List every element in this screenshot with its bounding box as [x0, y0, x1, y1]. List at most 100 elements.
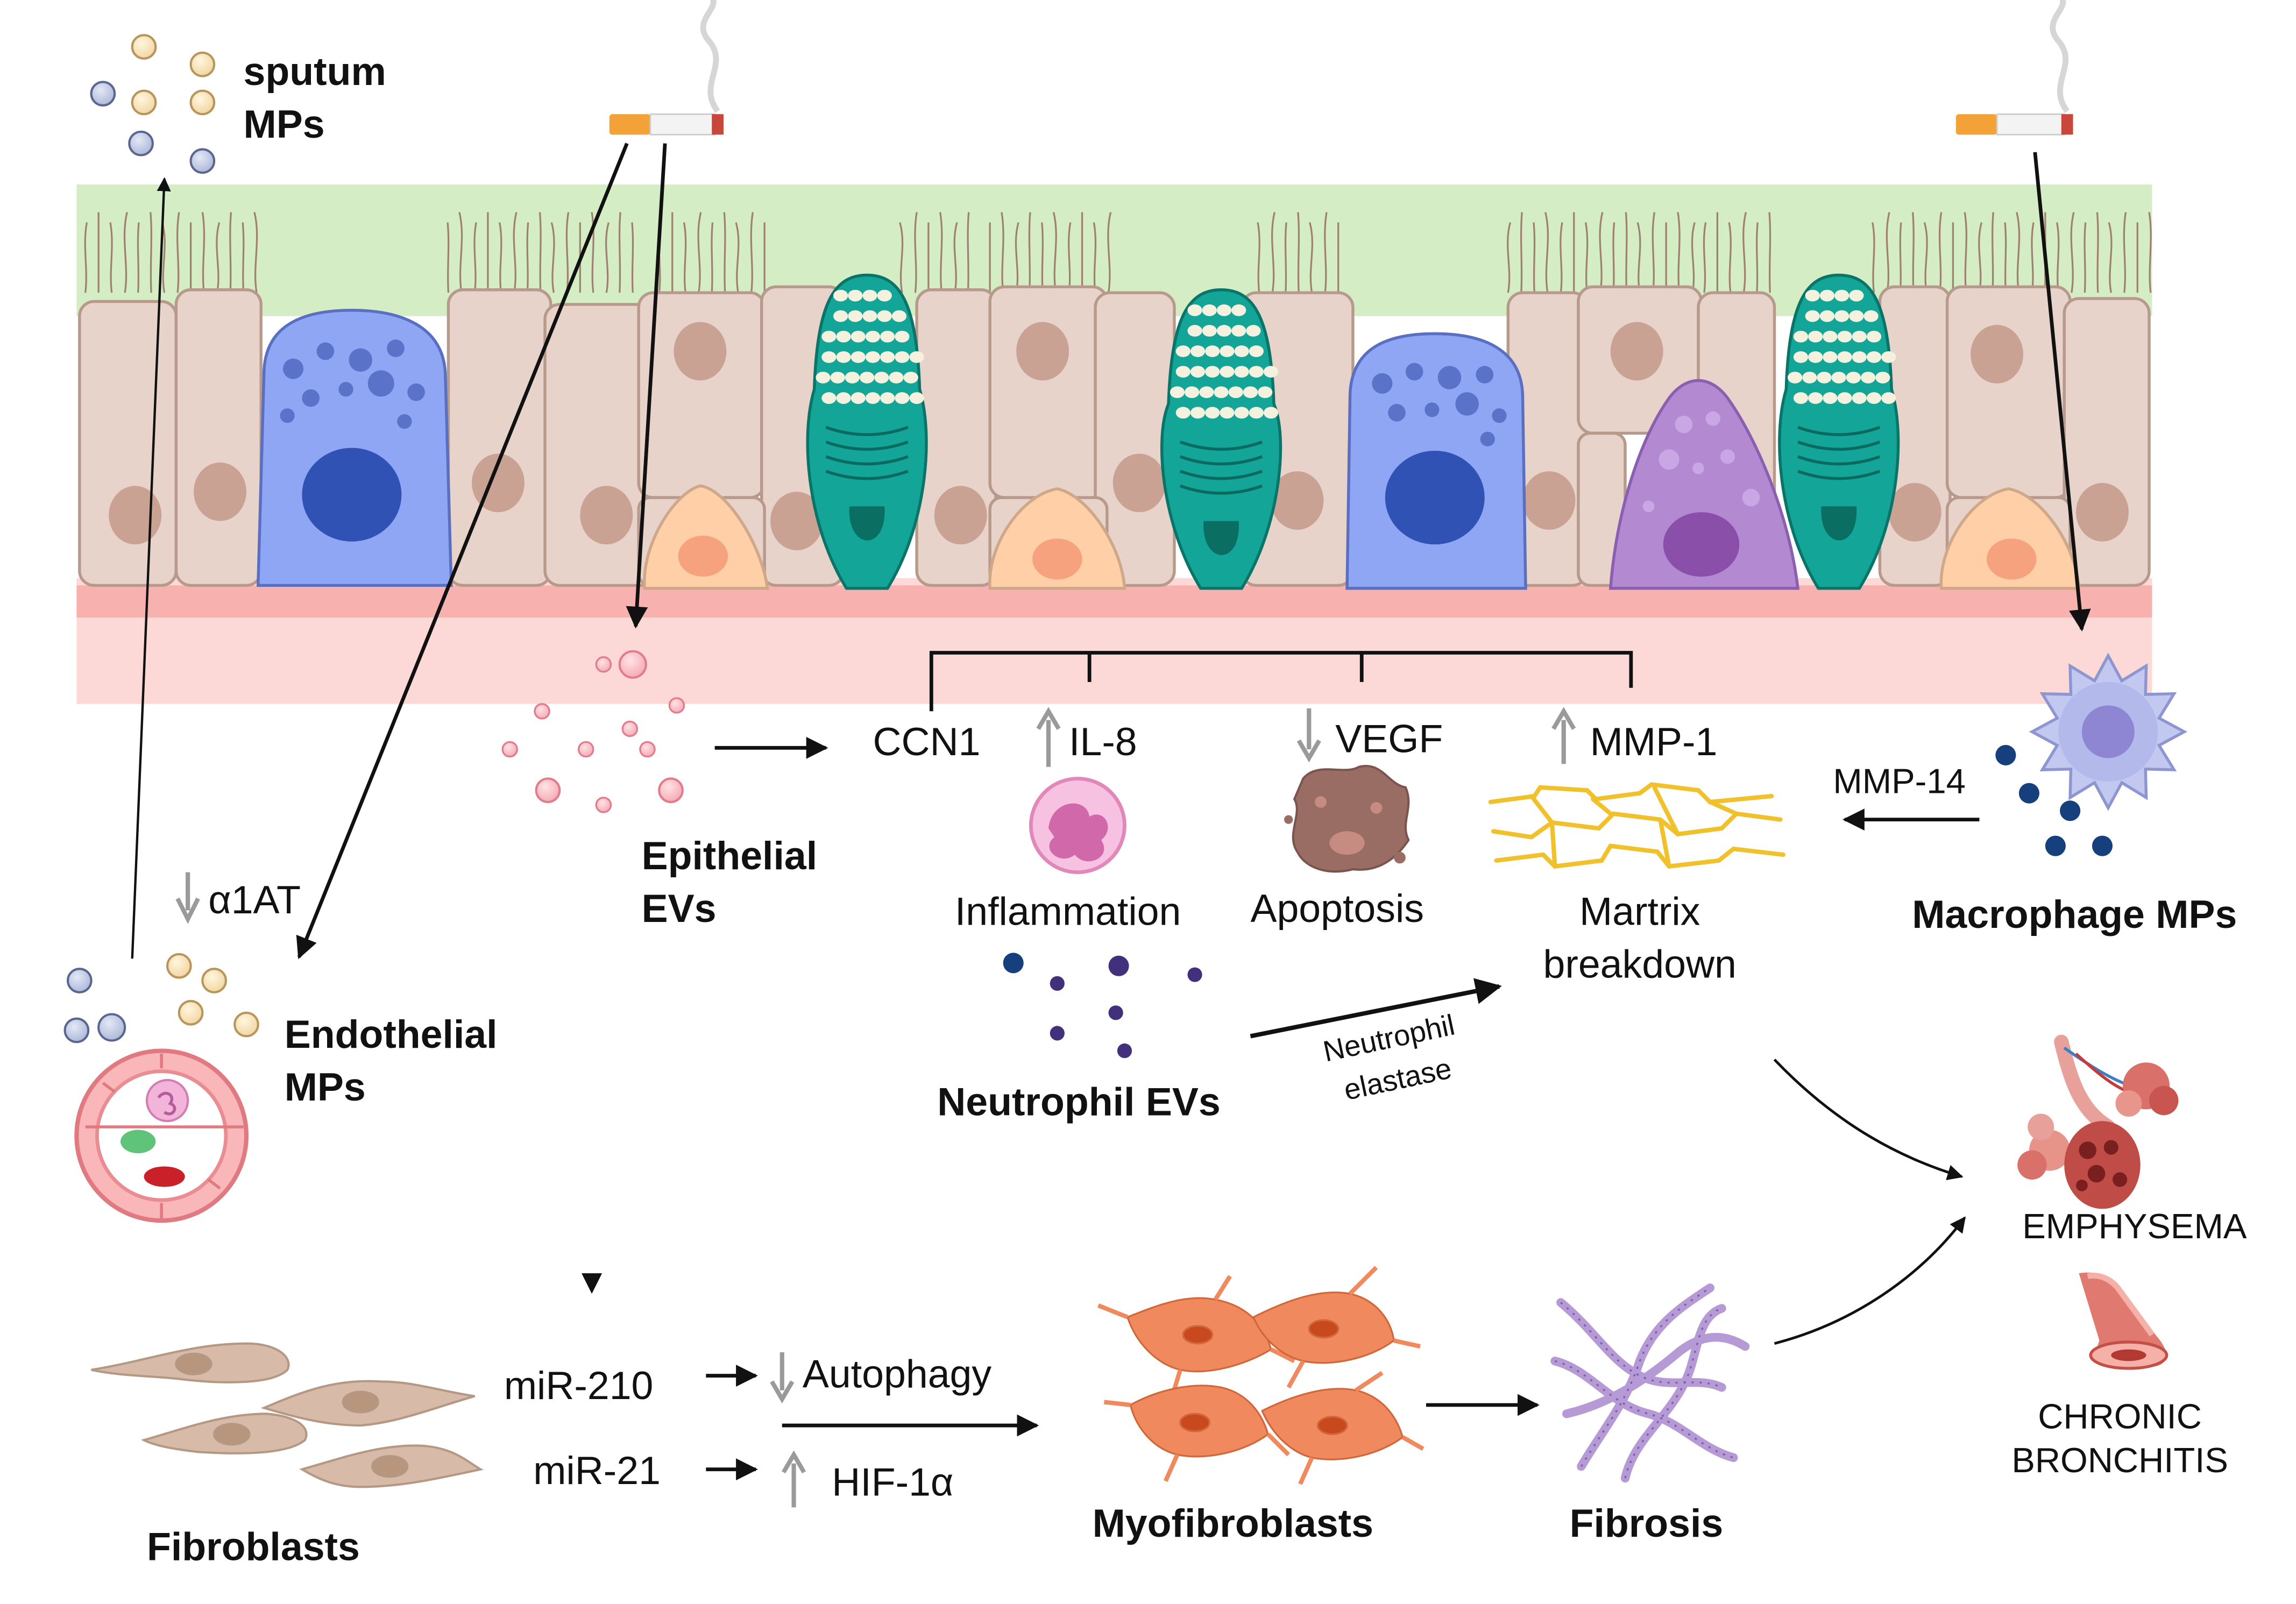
grey-down-arrow-icon — [1296, 708, 1321, 763]
cilium — [1964, 212, 1967, 293]
ciliated-nucleus — [109, 486, 162, 545]
vegf-label: VEGF — [1335, 716, 1443, 761]
mucin-granule — [1852, 330, 1867, 343]
mucin-granule — [1175, 407, 1190, 419]
mucin-granule — [865, 330, 881, 343]
club-cell — [1345, 332, 1527, 590]
grey-down-arrow-icon — [175, 872, 200, 924]
fibrosis-icon — [1550, 1283, 1750, 1483]
basal-cell — [988, 487, 1126, 590]
cilium — [565, 212, 570, 293]
ciliated-nucleus — [194, 462, 246, 521]
ciliated-cell — [2063, 297, 2151, 587]
cilium — [2148, 212, 2152, 293]
cilium — [1923, 222, 1928, 293]
cilium — [161, 222, 166, 293]
grey-up-arrow-icon — [1551, 707, 1576, 764]
matrix-fibers-icon — [1488, 782, 1785, 869]
mucin-granule — [1831, 372, 1846, 384]
goblet-er — [1797, 455, 1881, 466]
hif1a-label: HIF-1α — [832, 1460, 953, 1504]
goblet-body — [1778, 273, 1900, 590]
endothelial-label: MPs — [285, 1064, 366, 1109]
mucin-granule — [895, 330, 910, 343]
mucin-granule — [903, 372, 918, 384]
mucin-granule — [1823, 392, 1838, 404]
mucin-granule — [1175, 366, 1190, 378]
mucin-granule — [1802, 372, 1817, 384]
mucin-granule — [865, 392, 881, 404]
cilium — [939, 212, 943, 293]
macrophage: MMP-14 Macrophage MPs — [1833, 652, 2237, 936]
mucin-granule — [909, 351, 924, 363]
club-cell — [256, 309, 453, 587]
ciliated-nucleus — [1112, 453, 1166, 513]
epithelial-evs-label: Epithelial — [642, 833, 818, 878]
mucin-granule — [1263, 407, 1279, 419]
mucin-granule — [1861, 372, 1876, 384]
cilium — [1001, 212, 1004, 293]
cilium — [1271, 212, 1275, 293]
cilium — [1652, 212, 1656, 293]
neutrophil-evs: Neutrophil EVs Neutrophil elastase — [937, 953, 1457, 1124]
cilium — [150, 212, 152, 293]
mucin-granule — [1805, 289, 1820, 302]
mucin-granule — [880, 330, 895, 343]
fibrosis-label: Fibrosis — [1570, 1501, 1724, 1545]
cilium — [2108, 222, 2113, 293]
arrow-smoke-to-epithelial-evs — [626, 143, 667, 629]
arrows — [131, 143, 2091, 1481]
goblet-er — [825, 441, 909, 451]
mucin-granule — [1819, 289, 1835, 302]
cilium — [618, 212, 621, 293]
mucin-granule — [851, 330, 866, 343]
blood-vessel-icon — [74, 1048, 249, 1223]
endothelial-mps: α1AT Endothelial MPs — [63, 872, 498, 1223]
cilium — [605, 222, 610, 293]
cilium — [735, 222, 740, 293]
goblet-cell — [806, 273, 928, 590]
cilium — [1612, 222, 1615, 293]
goblet-er — [1797, 470, 1881, 480]
mucin-granule — [851, 351, 866, 363]
cilium — [201, 212, 205, 293]
goblet-er — [1797, 441, 1881, 451]
mucin-granule — [1881, 351, 1896, 363]
bronchus-icon — [2079, 1272, 2169, 1370]
mucin-granule — [1793, 351, 1809, 363]
cilium — [1742, 212, 1747, 293]
mucin-granule — [1234, 366, 1249, 378]
sputum-label: MPs — [244, 102, 325, 146]
mucin-granule — [1834, 289, 1849, 302]
mucin-granule — [1866, 392, 1882, 404]
sputum-mps: sputum MPs — [90, 34, 386, 174]
mucin-granule — [1202, 325, 1217, 337]
cilium — [499, 222, 502, 293]
mir21-label: miR-21 — [533, 1448, 661, 1493]
cilium — [1703, 222, 1707, 293]
mmp14-label: MMP-14 — [1833, 762, 1966, 801]
cilium — [1560, 222, 1563, 293]
fibroblasts-label: Fibroblasts — [147, 1524, 360, 1568]
mucin-granule — [1808, 351, 1823, 363]
mucin-granule — [877, 289, 892, 302]
mucin-granule — [830, 372, 845, 384]
airway-epithelium — [76, 184, 2152, 704]
cilium — [967, 212, 970, 293]
mucin-granule — [833, 310, 848, 322]
mucin-granule — [821, 330, 837, 343]
ciliated-nucleus — [1888, 482, 1941, 542]
neutrophil-evs-label: Neutrophil EVs — [937, 1079, 1220, 1124]
neuroendocrine-cell — [1608, 379, 1800, 590]
cilium — [538, 212, 542, 293]
ciliated-nucleus — [1271, 471, 1324, 530]
cilium — [899, 222, 904, 293]
cilium — [1297, 212, 1300, 293]
basal-nucleus — [1032, 538, 1082, 580]
mucin-granule — [821, 351, 837, 363]
mucin-granule — [1793, 330, 1809, 343]
goblet-er — [1179, 441, 1263, 451]
mucin-granule — [1849, 289, 1864, 302]
mucin-granule — [1863, 310, 1879, 322]
mucin-granule — [895, 392, 910, 404]
